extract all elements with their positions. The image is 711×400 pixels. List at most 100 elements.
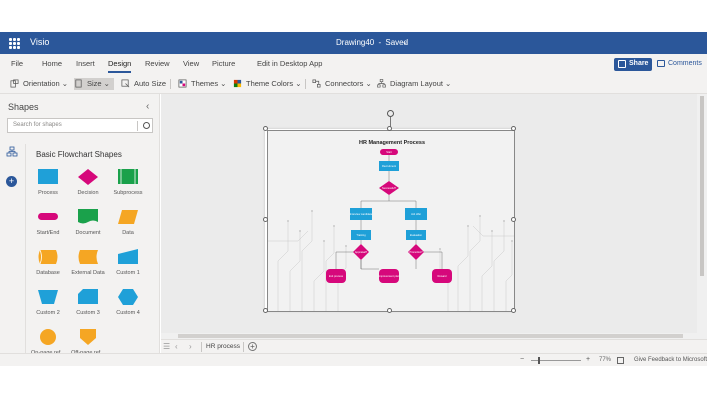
chevron-down-icon[interactable]: ⌄ [402, 39, 408, 46]
diagram-start [380, 149, 398, 155]
database-shape-icon [38, 249, 58, 265]
tab-insert[interactable]: Insert [76, 59, 95, 68]
shape-item-external-data[interactable]: External Data [68, 248, 108, 288]
zoom-slider-thumb[interactable] [538, 357, 540, 364]
tab-design[interactable]: Design [108, 59, 132, 73]
circuit-background [268, 211, 514, 311]
shape-item-custom-1[interactable]: Custom 1 [108, 248, 148, 288]
shape-item-custom-3[interactable]: Custom 3 [68, 288, 108, 328]
vertical-scroll-thumb[interactable] [700, 96, 704, 276]
comments-button[interactable]: Comments [657, 60, 702, 67]
resize-handle[interactable] [387, 126, 392, 131]
auto-size-button[interactable]: Auto Size [121, 78, 166, 90]
page-size-icon [75, 79, 82, 88]
ribbon-separator [170, 79, 171, 89]
offpage-shape-icon [80, 329, 96, 345]
diagram-layout-button[interactable]: Diagram Layout ⌄ [377, 78, 451, 90]
themes-button[interactable]: Themes ⌄ [178, 78, 226, 90]
collapse-panel-icon[interactable]: ‹ [146, 101, 150, 112]
shape-item-label: External Data [71, 270, 105, 276]
diagram-node [405, 208, 427, 220]
add-stencil-icon[interactable]: + [6, 176, 17, 187]
diagram-node-label: Successful? [382, 186, 397, 190]
shape-item-label: Database [36, 270, 60, 276]
share-button[interactable]: Share [614, 58, 652, 71]
shape-item-start-end[interactable]: Start/End [28, 208, 68, 248]
resize-handle[interactable] [511, 217, 516, 222]
orientation-button[interactable]: Orientation ⌄ [10, 78, 68, 90]
tab-review[interactable]: Review [145, 59, 170, 68]
menu-icon[interactable]: ☰ [163, 342, 171, 351]
tab-edit-in-desktop-app[interactable]: Edit in Desktop App [257, 59, 323, 68]
diamond-shape-icon [78, 169, 98, 185]
app-launcher-icon[interactable] [9, 38, 20, 49]
parallelogram-shape-icon [118, 210, 138, 224]
diagram-node-label: Job offer [411, 212, 421, 216]
tab-view[interactable]: View [183, 59, 200, 68]
horizontal-scrollbar[interactable] [161, 333, 697, 339]
orientation-label: Orientation [23, 79, 60, 88]
diagram-start-label: Start [386, 150, 392, 154]
page-tab-hr-process[interactable]: HR process [206, 343, 240, 350]
zoom-out-button[interactable]: − [520, 356, 525, 363]
tab-home[interactable]: Home [42, 59, 63, 68]
vertical-scrollbar[interactable] [697, 94, 707, 339]
feedback-link[interactable]: Give Feedback to Microsoft [634, 357, 708, 363]
shape-item-decision[interactable]: Decision [68, 168, 108, 208]
connectors-icon [312, 79, 321, 88]
resize-handle[interactable] [511, 308, 516, 313]
shapes-stencil-icon[interactable] [6, 146, 18, 158]
custom3-shape-icon [78, 289, 98, 304]
tab-file[interactable]: File [11, 59, 24, 68]
trapezoid-shape-icon [38, 290, 58, 304]
size-button[interactable]: Size ⌄ [74, 78, 114, 90]
document-title[interactable]: Drawing40 - Saved [336, 38, 408, 47]
add-page-icon[interactable]: + [248, 342, 257, 351]
resize-handle[interactable] [387, 308, 392, 313]
zoom-slider[interactable] [531, 360, 581, 361]
diagram-node [406, 230, 426, 240]
status-bar: − + 77% Give Feedback to Microsoft [0, 353, 707, 366]
shape-item-data[interactable]: Data [108, 208, 148, 248]
shape-item-label: Data [122, 230, 134, 236]
shape-item-subprocess[interactable]: Subprocess [108, 168, 148, 208]
theme-colors-button[interactable]: Theme Colors ⌄ [233, 78, 301, 90]
shape-item-label: Custom 2 [36, 310, 60, 316]
fit-to-window-icon[interactable] [617, 357, 624, 364]
inserted-picture[interactable]: HR Management Process Start Recruitment … [267, 130, 515, 312]
rotate-handle-icon[interactable] [387, 110, 394, 117]
diagram-layout-icon [377, 79, 386, 88]
shape-item-process[interactable]: Process [28, 168, 68, 208]
shape-item-label: Subprocess [113, 190, 143, 196]
shape-item-custom-2[interactable]: Custom 2 [28, 288, 68, 328]
resize-handle[interactable] [263, 217, 268, 222]
zoom-level[interactable]: 77% [599, 357, 612, 363]
search-divider [137, 121, 138, 131]
zoom-in-button[interactable]: + [586, 356, 591, 363]
shape-search[interactable]: Search for shapes [7, 118, 153, 133]
shape-item-label: Custom 1 [116, 270, 140, 276]
diagram-node-label: Promotion? [409, 250, 423, 254]
next-page-icon[interactable]: › [189, 342, 192, 351]
resize-handle[interactable] [511, 126, 516, 131]
title-bar: Visio Drawing40 - Saved ⌄ [0, 32, 707, 54]
resize-handle[interactable] [263, 308, 268, 313]
app-name[interactable]: Visio [30, 37, 50, 47]
shape-item-label: Process [38, 190, 58, 196]
search-icon[interactable] [143, 122, 150, 129]
drawing-canvas[interactable]: HR Management Process Start Recruitment … [161, 94, 707, 339]
tab-picture[interactable]: Picture [212, 59, 236, 68]
shapes-panel: Shapes ‹ Search for shapes + Basic Flowc… [0, 94, 160, 366]
shape-item-document[interactable]: Document [68, 208, 108, 248]
shape-item-database[interactable]: Database [28, 248, 68, 288]
diagram-node-label: Exit process [329, 274, 344, 278]
rect-shape-icon [38, 169, 58, 184]
previous-page-icon[interactable]: ‹ [175, 342, 178, 351]
shape-item-label: Custom 4 [116, 310, 140, 316]
external-shape-icon [78, 250, 98, 264]
resize-handle[interactable] [263, 126, 268, 131]
shape-item-custom-4[interactable]: Custom 4 [108, 288, 148, 328]
horizontal-scroll-thumb[interactable] [178, 334, 683, 338]
ribbon-toolbar: Orientation ⌄ Size ⌄ Auto Size Themes ⌄ … [0, 74, 707, 94]
connectors-button[interactable]: Connectors ⌄ [312, 78, 372, 90]
